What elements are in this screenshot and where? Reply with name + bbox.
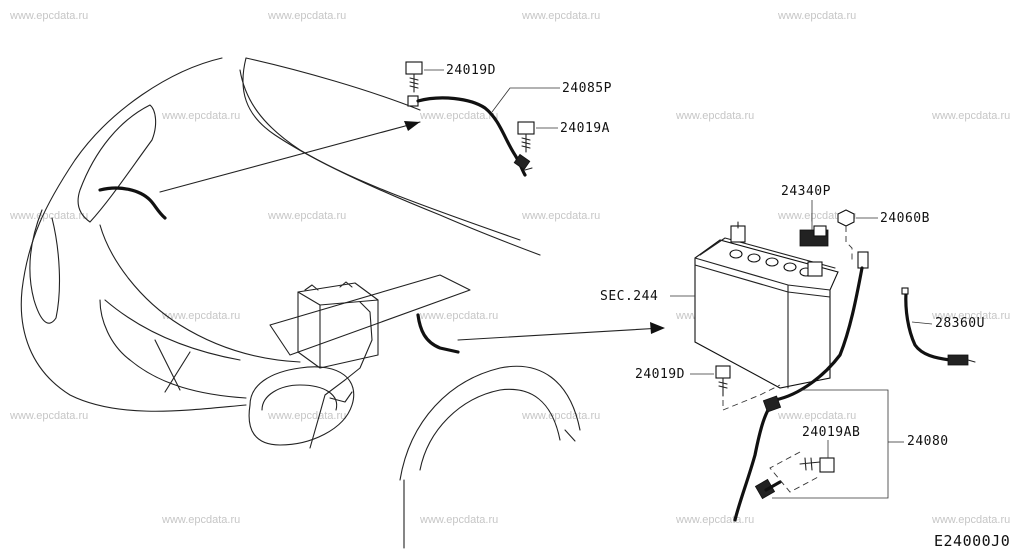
label-sec-244: SEC.244 [600,289,659,304]
main-battery [694,221,839,389]
main-cable-24080 [733,266,864,522]
watermark-text: www.epcdata.ru [932,110,1011,122]
watermark-text: www.epcdata.ru [10,10,89,22]
watermark-text: www.epcdata.ru [420,110,499,122]
watermark-text: www.epcdata.ru [778,10,857,22]
watermark-text: www.epcdata.ru [778,410,857,422]
dashed-24060B [845,226,853,262]
label-24085P: 24085P [562,81,612,96]
engine-ground-cable-small [98,186,167,220]
nut-24060B [837,209,855,227]
label-24019A: 24019A [560,121,610,136]
bolt-24019D-top [405,61,423,93]
clamp-positive [857,251,869,269]
watermark-text: www.epcdata.ru [268,210,347,222]
watermark-text: www.epcdata.ru [778,210,857,222]
ground-cable-24085P [407,95,533,177]
bolt-24019A-top [517,121,535,153]
body-ground-cable-small [416,313,460,354]
terminal-24340P [799,225,829,247]
watermark-text: www.epcdata.ru [522,10,601,22]
leader-lines-right [670,200,933,499]
watermark-text: www.epcdata.ru [522,210,601,222]
bolt-24019AB [799,457,835,473]
dashed-24019D-bottom [722,384,781,411]
pointer-arrows [159,121,665,341]
vehicle-battery [297,281,379,449]
watermark-text: www.epcdata.ru [268,10,347,22]
vehicle-outline [20,57,581,549]
leader-lines-top [424,69,560,129]
watermark-text: www.epcdata.ru [522,410,601,422]
watermark-text: www.epcdata.ru [268,410,347,422]
watermark-text: www.epcdata.ru [676,110,755,122]
cable-28360U [901,287,976,366]
watermark-text: www.epcdata.ru [10,410,89,422]
label-24019D-bottom: 24019D [635,367,685,382]
label-24060B: 24060B [880,211,930,226]
watermark-text: www.epcdata.ru [420,310,499,322]
label-28360U: 28360U [935,316,985,331]
watermark-text: www.epcdata.ru [932,514,1011,526]
label-24019D-top: 24019D [446,63,496,78]
watermark-text: www.epcdata.ru [162,310,241,322]
label-24080: 24080 [907,434,949,449]
watermark-text: www.epcdata.ru [420,514,499,526]
watermark-text: www.epcdata.ru [162,514,241,526]
diagram-code: E24000J0 [934,532,1011,550]
label-24340P: 24340P [781,184,831,199]
bolt-24019D-bottom [715,365,731,397]
watermark-text: www.epcdata.ru [10,210,89,222]
label-24019AB: 24019AB [802,425,861,440]
watermark-text: www.epcdata.ru [162,110,241,122]
watermark-text: www.epcdata.ru [932,310,1011,322]
dashed-24019AB [769,451,821,493]
